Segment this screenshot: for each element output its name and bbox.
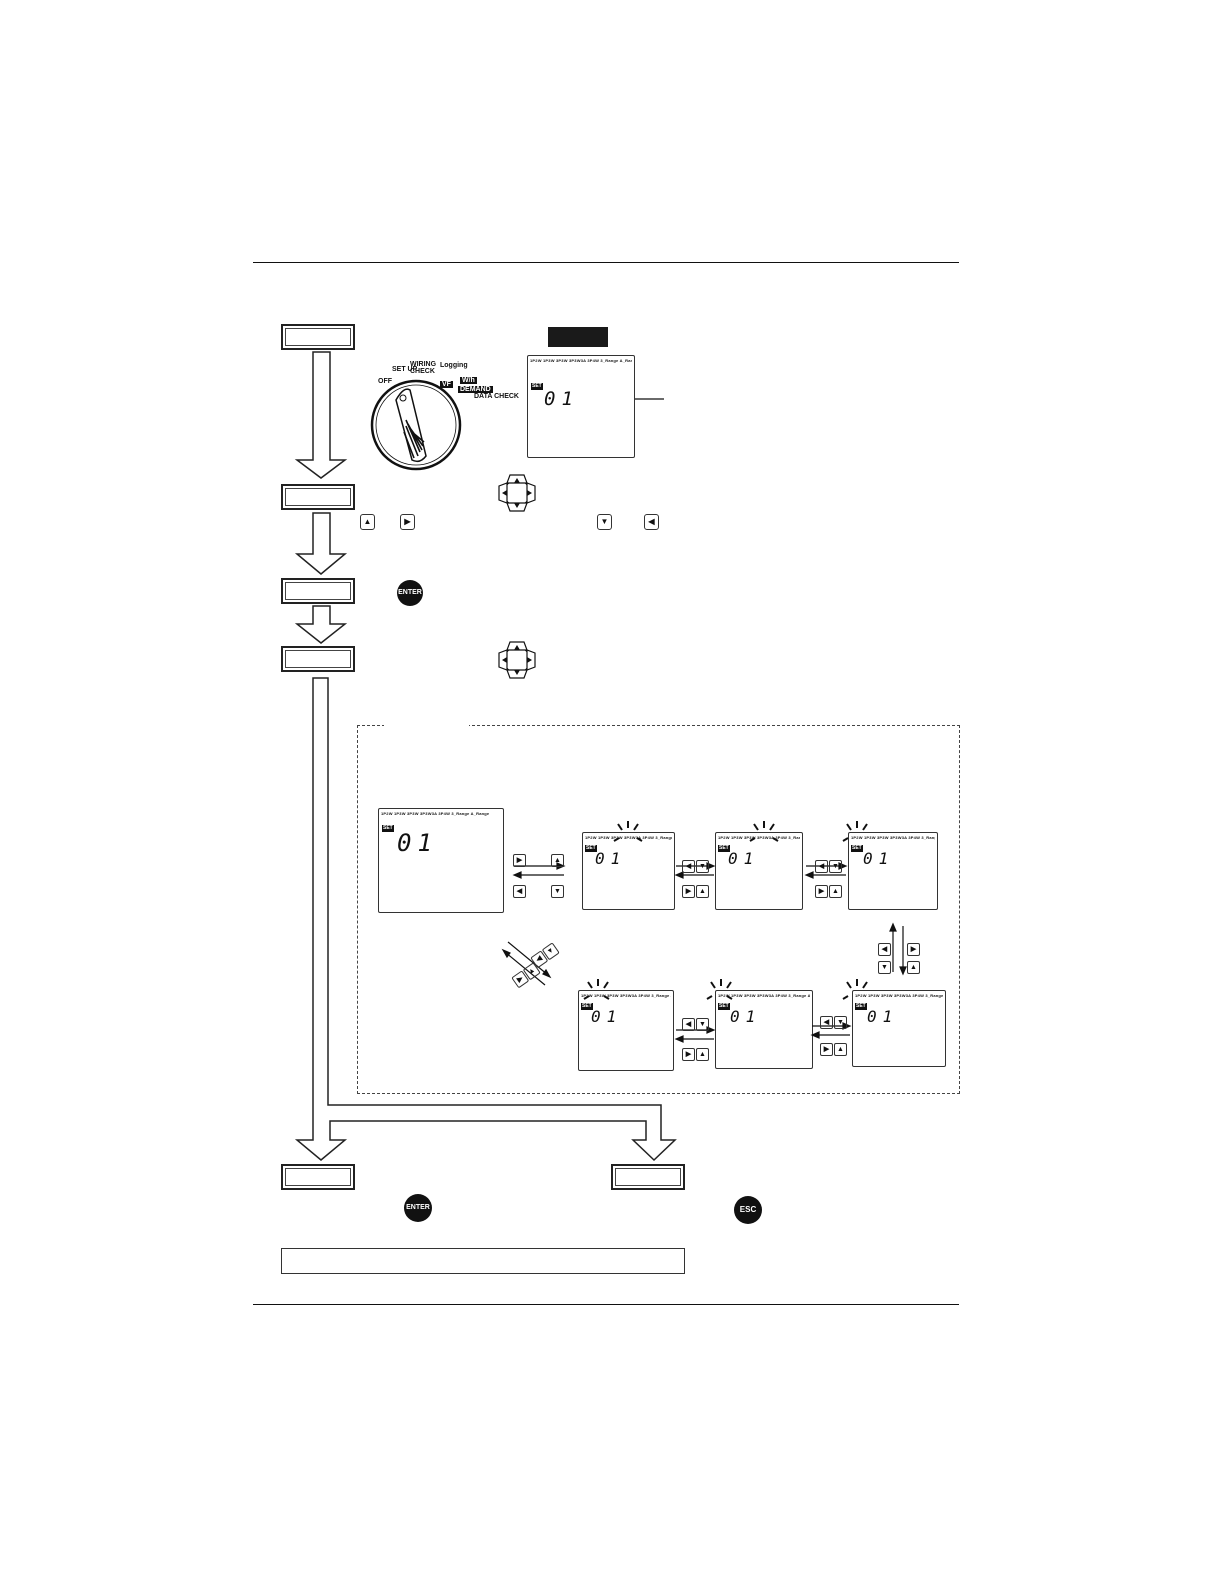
lcd-set-tag: SET bbox=[718, 1003, 730, 1010]
right-key-icon: ▶ bbox=[820, 1043, 833, 1056]
dial-position-wh: W/h bbox=[460, 377, 477, 384]
lcd-top-labels: 1P2W 1P3W 3P3W 3P3W3A 3P4W 3_Range A_Ran… bbox=[855, 993, 943, 998]
lcd-digits: 01 bbox=[544, 388, 579, 410]
up-key-icon: ▲ bbox=[834, 1043, 847, 1056]
dial-position-vf: VF bbox=[440, 381, 453, 388]
lcd-digits: 01 bbox=[863, 849, 895, 868]
lcd-set-tag: SET bbox=[531, 383, 543, 390]
left-down-key-icons-a1: ◀▼ bbox=[682, 855, 710, 873]
down-key-icon: ▼ bbox=[829, 860, 842, 873]
example-region bbox=[357, 725, 960, 1094]
left-down-key-icons-b2: ◀▼ bbox=[820, 1011, 848, 1029]
right-key-icon: ▶ bbox=[682, 1048, 695, 1061]
right-up-key-icons-a2: ▶▲ bbox=[815, 880, 843, 898]
lcd-example-a1: 1P2W 1P3W 3P3W 3P3W3A 3P4W 3_Range A_Ran… bbox=[582, 832, 675, 910]
right-up-key-icons-b2: ▶▲ bbox=[820, 1038, 848, 1056]
up-key-icon: ▲ bbox=[907, 961, 920, 974]
down-key-icon: ▼ bbox=[597, 514, 612, 530]
lcd-top-labels: 1P2W 1P3W 3P3W 3P3W3A 3P4W 3_Range A_Ran… bbox=[381, 811, 490, 816]
left-down-key-icons-a2: ◀▼ bbox=[815, 855, 843, 873]
lcd-digits: 01 bbox=[595, 849, 627, 868]
step-5a-box bbox=[281, 1164, 355, 1190]
cross-key-icon bbox=[498, 474, 536, 512]
right-key-icon: ▶ bbox=[907, 943, 920, 956]
dial-position-logging: Logging bbox=[440, 362, 468, 369]
left-key-icon: ◀ bbox=[682, 860, 695, 873]
down-key-icon: ▼ bbox=[696, 1018, 709, 1031]
left-down-key-icons: ◀▼ bbox=[513, 880, 565, 898]
down-key-icon: ▼ bbox=[551, 885, 564, 898]
step-3-box bbox=[281, 578, 355, 604]
right-key-icon: ▶ bbox=[513, 854, 526, 867]
left-down-key-icons-b1: ◀▼ bbox=[682, 1013, 710, 1031]
right-up-key-icons-b1: ▶▲ bbox=[682, 1043, 710, 1061]
lcd-digits: 01 bbox=[591, 1007, 623, 1026]
lcd-example-a3: 1P2W 1P3W 3P3W 3P3W3A 3P4W 3_Range A_Ran… bbox=[848, 832, 938, 910]
lcd-digits: 01 bbox=[730, 1007, 762, 1026]
up-key-icon: ▲ bbox=[360, 514, 375, 530]
lcd-step1: 1P2W 1P3W 3P3W 3P3W3A 3P4W 3_Range A_Ran… bbox=[527, 355, 635, 458]
mode-label-bar bbox=[548, 327, 608, 347]
step-2-box bbox=[281, 484, 355, 510]
lcd-example-main: 1P2W 1P3W 3P3W 3P3W3A 3P4W 3_Range A_Ran… bbox=[378, 808, 504, 913]
left-key-icon: ◀ bbox=[513, 885, 526, 898]
lcd-digits: 01 bbox=[867, 1007, 899, 1026]
esc-button-icon: ESC bbox=[734, 1196, 762, 1224]
step-4-box bbox=[281, 646, 355, 672]
dial-position-setup: SET UP bbox=[392, 366, 418, 373]
right-up-key-icons-a1: ▶▲ bbox=[682, 880, 710, 898]
lcd-example-b1: 1P2W 1P3W 3P3W 3P3W3A 3P4W 3_Range A_Ran… bbox=[578, 990, 674, 1071]
down-key-icon: ▼ bbox=[834, 1016, 847, 1029]
enter-button-icon-step5: ENTER bbox=[404, 1194, 432, 1222]
example-region-gap bbox=[384, 722, 469, 728]
lcd-digits: 01 bbox=[728, 849, 760, 868]
down-key-icon: ▼ bbox=[696, 860, 709, 873]
right-key-icon: ▶ bbox=[400, 514, 415, 530]
left-key-icon: ◀ bbox=[815, 860, 828, 873]
left-key-icon: ◀ bbox=[682, 1018, 695, 1031]
header-rule bbox=[253, 262, 959, 263]
lcd-top-labels: 1P2W 1P3W 3P3W 3P3W3A 3P4W 3_Range A_Ran… bbox=[718, 835, 800, 840]
dial-position-data-check: DATA CHECK bbox=[474, 393, 519, 400]
rotary-dial bbox=[370, 379, 462, 471]
right-up-key-icons-vertical: ▶▲ bbox=[907, 938, 921, 974]
step-1-box bbox=[281, 324, 355, 350]
dial-position-off: OFF bbox=[378, 378, 392, 385]
up-key-icon: ▲ bbox=[829, 885, 842, 898]
footer-rule bbox=[253, 1304, 959, 1305]
left-down-key-icons-vertical: ◀▼ bbox=[878, 938, 892, 974]
lcd-example-b3: 1P2W 1P3W 3P3W 3P3W3A 3P4W 3_Range A_Ran… bbox=[852, 990, 946, 1067]
lcd-set-tag: SET bbox=[855, 1003, 867, 1010]
lcd-top-labels: 1P2W 1P3W 3P3W 3P3W3A 3P4W 3_Range A_Ran… bbox=[581, 993, 671, 998]
step-5b-box bbox=[611, 1164, 685, 1190]
dial-position-wiring-check: WIRING CHECK bbox=[410, 361, 437, 375]
lcd-set-tag: SET bbox=[581, 1003, 593, 1010]
up-key-icon: ▲ bbox=[696, 1048, 709, 1061]
right-up-key-icons: ▶▲ bbox=[513, 849, 565, 867]
lcd-example-a2: 1P2W 1P3W 3P3W 3P3W3A 3P4W 3_Range A_Ran… bbox=[715, 832, 803, 910]
lcd-top-labels: 1P2W 1P3W 3P3W 3P3W3A 3P4W 3_Range A_Ran… bbox=[530, 358, 632, 363]
right-key-icon: ▶ bbox=[682, 885, 695, 898]
lcd-digits: 01 bbox=[397, 829, 438, 857]
cross-key-icon-step4 bbox=[498, 641, 536, 679]
note-box bbox=[281, 1248, 685, 1274]
left-key-icon: ◀ bbox=[644, 514, 659, 530]
lcd-set-tag: SET bbox=[585, 845, 597, 852]
right-key-icon: ▶ bbox=[815, 885, 828, 898]
left-key-icon: ◀ bbox=[878, 943, 891, 956]
lcd-top-labels: 1P2W 1P3W 3P3W 3P3W3A 3P4W 3_Range A_Ran… bbox=[851, 835, 935, 840]
up-key-icon: ▲ bbox=[696, 885, 709, 898]
lcd-set-tag: SET bbox=[382, 825, 394, 832]
down-key-icon: ▼ bbox=[878, 961, 891, 974]
lcd-top-labels: 1P2W 1P3W 3P3W 3P3W3A 3P4W 3_Range A_Ran… bbox=[718, 993, 810, 998]
dial-position-demand: DEMAND bbox=[458, 386, 493, 393]
enter-button-icon: ENTER bbox=[397, 580, 423, 606]
lcd-set-tag: SET bbox=[851, 845, 863, 852]
up-key-icon: ▲ bbox=[551, 854, 564, 867]
lcd-set-tag: SET bbox=[718, 845, 730, 852]
left-key-icon: ◀ bbox=[820, 1016, 833, 1029]
lcd-example-b2: 1P2W 1P3W 3P3W 3P3W3A 3P4W 3_Range A_Ran… bbox=[715, 990, 813, 1069]
lcd-top-labels: 1P2W 1P3W 3P3W 3P3W3A 3P4W 3_Range A_Ran… bbox=[585, 835, 672, 840]
